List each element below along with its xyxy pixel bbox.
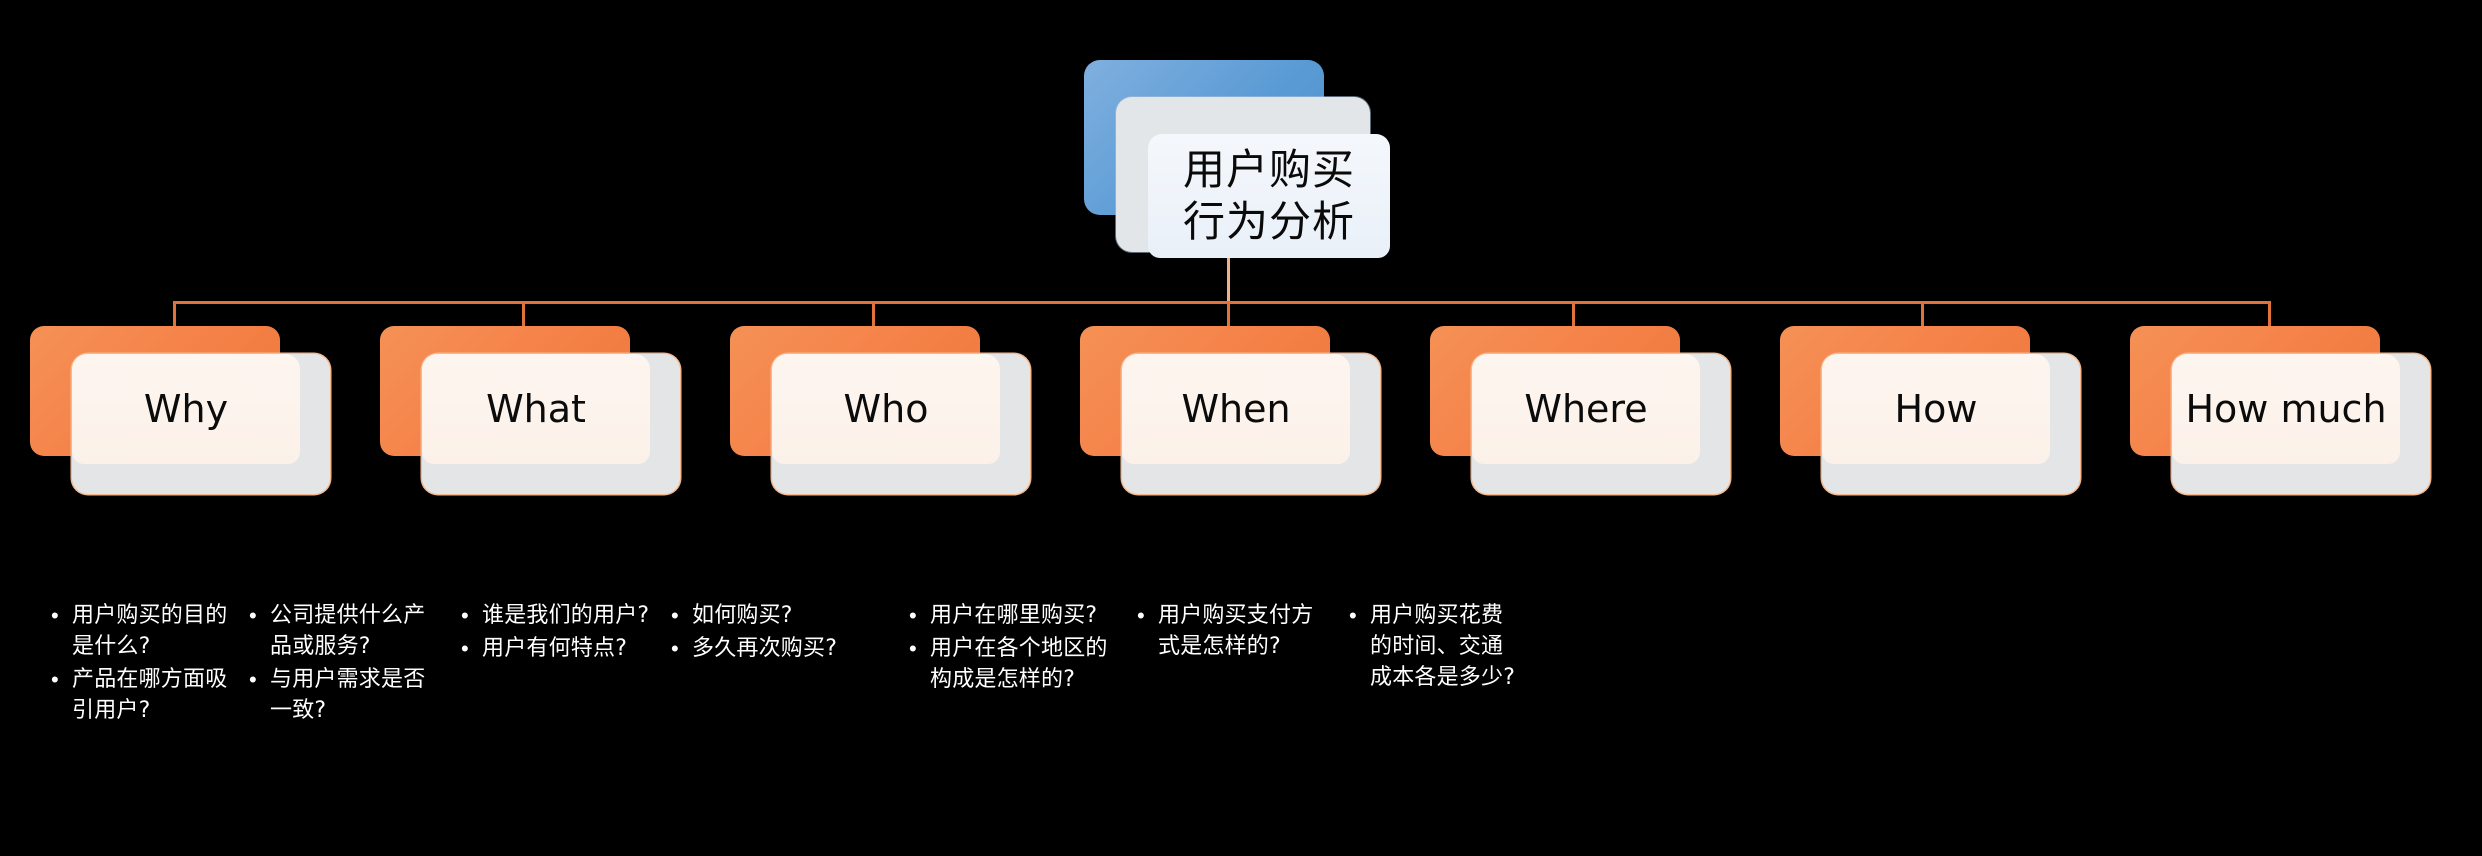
bullet-list-who: • 谁是我们的用户? • 用户有何特点? bbox=[452, 600, 682, 666]
branch-outer-card: When bbox=[1122, 354, 1380, 494]
bullet-text: 用户在各个地区的构成是怎样的? bbox=[930, 636, 1108, 692]
branch-label: How much bbox=[2185, 387, 2387, 431]
branch-node-how[interactable]: How bbox=[1750, 326, 2100, 556]
list-item: • 用户在各个地区的构成是怎样的? bbox=[900, 633, 1110, 695]
list-item: • 用户在哪里购买? bbox=[900, 600, 1110, 631]
bullet-marker-icon: • bbox=[671, 636, 679, 661]
connector-drop-why bbox=[173, 301, 176, 331]
list-item: • 用户购买支付方式是怎样的? bbox=[1128, 600, 1328, 662]
connector-drop-who bbox=[872, 301, 875, 331]
branch-inner-card: Who bbox=[772, 354, 1000, 464]
root-node-label: 用户购买 行为分析 bbox=[1182, 145, 1355, 246]
branch-node-why[interactable]: Why bbox=[0, 326, 350, 556]
list-item: • 用户购买花费的时间、交通成本各是多少? bbox=[1340, 600, 1525, 693]
list-item: • 用户有何特点? bbox=[452, 633, 682, 664]
bullet-list-how-much: • 用户购买花费的时间、交通成本各是多少? bbox=[1340, 600, 1525, 695]
bullet-marker-icon: • bbox=[1349, 603, 1357, 628]
list-item: • 产品在哪方面吸引用户? bbox=[42, 664, 232, 726]
list-item: • 如何购买? bbox=[662, 600, 892, 631]
branch-inner-card: When bbox=[1122, 354, 1350, 464]
branch-inner-card: What bbox=[422, 354, 650, 464]
root-node-outer-card: 用户购买 行为分析 bbox=[1116, 97, 1390, 258]
connector-drop-how bbox=[1921, 301, 1924, 331]
branch-label: When bbox=[1181, 387, 1291, 431]
branch-node-where[interactable]: Where bbox=[1400, 326, 1750, 556]
bullet-text: 多久再次购买? bbox=[692, 636, 838, 661]
bullet-list-how: • 用户购买支付方式是怎样的? bbox=[1128, 600, 1328, 664]
bullet-marker-icon: • bbox=[909, 636, 917, 661]
bullet-text: 用户购买花费的时间、交通成本各是多少? bbox=[1370, 603, 1516, 690]
branch-outer-card: Why bbox=[72, 354, 330, 494]
list-item: • 用户购买的目的是什么? bbox=[42, 600, 232, 662]
branch-outer-card: What bbox=[422, 354, 680, 494]
branch-outer-card: How bbox=[1822, 354, 2080, 494]
bullet-marker-icon: • bbox=[51, 603, 59, 628]
branch-label: What bbox=[486, 387, 586, 431]
connector-bus bbox=[173, 301, 2271, 304]
branch-label: Where bbox=[1524, 387, 1648, 431]
branch-node-how-much[interactable]: How much bbox=[2100, 326, 2450, 556]
list-item: • 与用户需求是否一致? bbox=[240, 664, 430, 726]
bullet-list-when: • 如何购买? • 多久再次购买? bbox=[662, 600, 892, 666]
connector-root-stem bbox=[1227, 225, 1230, 305]
branch-label: How bbox=[1894, 387, 1978, 431]
bullet-marker-icon: • bbox=[249, 667, 257, 692]
branch-label: Who bbox=[843, 387, 929, 431]
list-item: • 公司提供什么产品或服务? bbox=[240, 600, 430, 662]
bullet-text: 与用户需求是否一致? bbox=[270, 667, 426, 723]
branch-node-who[interactable]: Who bbox=[700, 326, 1050, 556]
branch-inner-card: Where bbox=[1472, 354, 1700, 464]
bullet-list-what: • 公司提供什么产品或服务? • 与用户需求是否一致? bbox=[240, 600, 430, 728]
connector-drop-how-much bbox=[2268, 301, 2271, 331]
branch-label: Why bbox=[143, 387, 229, 431]
bullet-text: 如何购买? bbox=[692, 603, 793, 628]
branch-outer-card: Who bbox=[772, 354, 1030, 494]
list-item: • 多久再次购买? bbox=[662, 633, 892, 664]
bullet-marker-icon: • bbox=[461, 636, 469, 661]
branch-inner-card: Why bbox=[72, 354, 300, 464]
bullet-text: 公司提供什么产品或服务? bbox=[270, 603, 426, 659]
connector-drop-when bbox=[1227, 301, 1230, 331]
connector-drop-what bbox=[522, 301, 525, 331]
bullet-marker-icon: • bbox=[909, 603, 917, 628]
connector-drop-where bbox=[1572, 301, 1575, 331]
branch-inner-card: How bbox=[1822, 354, 2050, 464]
branch-outer-card: Where bbox=[1472, 354, 1730, 494]
bullet-text: 用户在哪里购买? bbox=[930, 603, 1098, 628]
bullet-text: 用户购买的目的是什么? bbox=[72, 603, 228, 659]
bullet-text: 谁是我们的用户? bbox=[482, 603, 650, 628]
branch-node-when[interactable]: When bbox=[1050, 326, 1400, 556]
bullet-marker-icon: • bbox=[249, 603, 257, 628]
list-item: • 谁是我们的用户? bbox=[452, 600, 682, 631]
bullet-list-where: • 用户在哪里购买? • 用户在各个地区的构成是怎样的? bbox=[900, 600, 1110, 697]
root-node-inner-card: 用户购买 行为分析 bbox=[1148, 134, 1390, 258]
bullet-text: 用户购买支付方式是怎样的? bbox=[1158, 603, 1314, 659]
branch-outer-card: How much bbox=[2172, 354, 2430, 494]
branch-node-what[interactable]: What bbox=[350, 326, 700, 556]
root-node[interactable]: 用户购买 行为分析 bbox=[1084, 60, 1390, 258]
branch-inner-card: How much bbox=[2172, 354, 2400, 464]
bullet-marker-icon: • bbox=[51, 667, 59, 692]
bullet-marker-icon: • bbox=[671, 603, 679, 628]
bullet-marker-icon: • bbox=[1137, 603, 1145, 628]
bullet-marker-icon: • bbox=[461, 603, 469, 628]
bullet-text: 产品在哪方面吸引用户? bbox=[72, 667, 228, 723]
bullet-text: 用户有何特点? bbox=[482, 636, 628, 661]
bullet-list-why: • 用户购买的目的是什么? • 产品在哪方面吸引用户? bbox=[42, 600, 232, 728]
